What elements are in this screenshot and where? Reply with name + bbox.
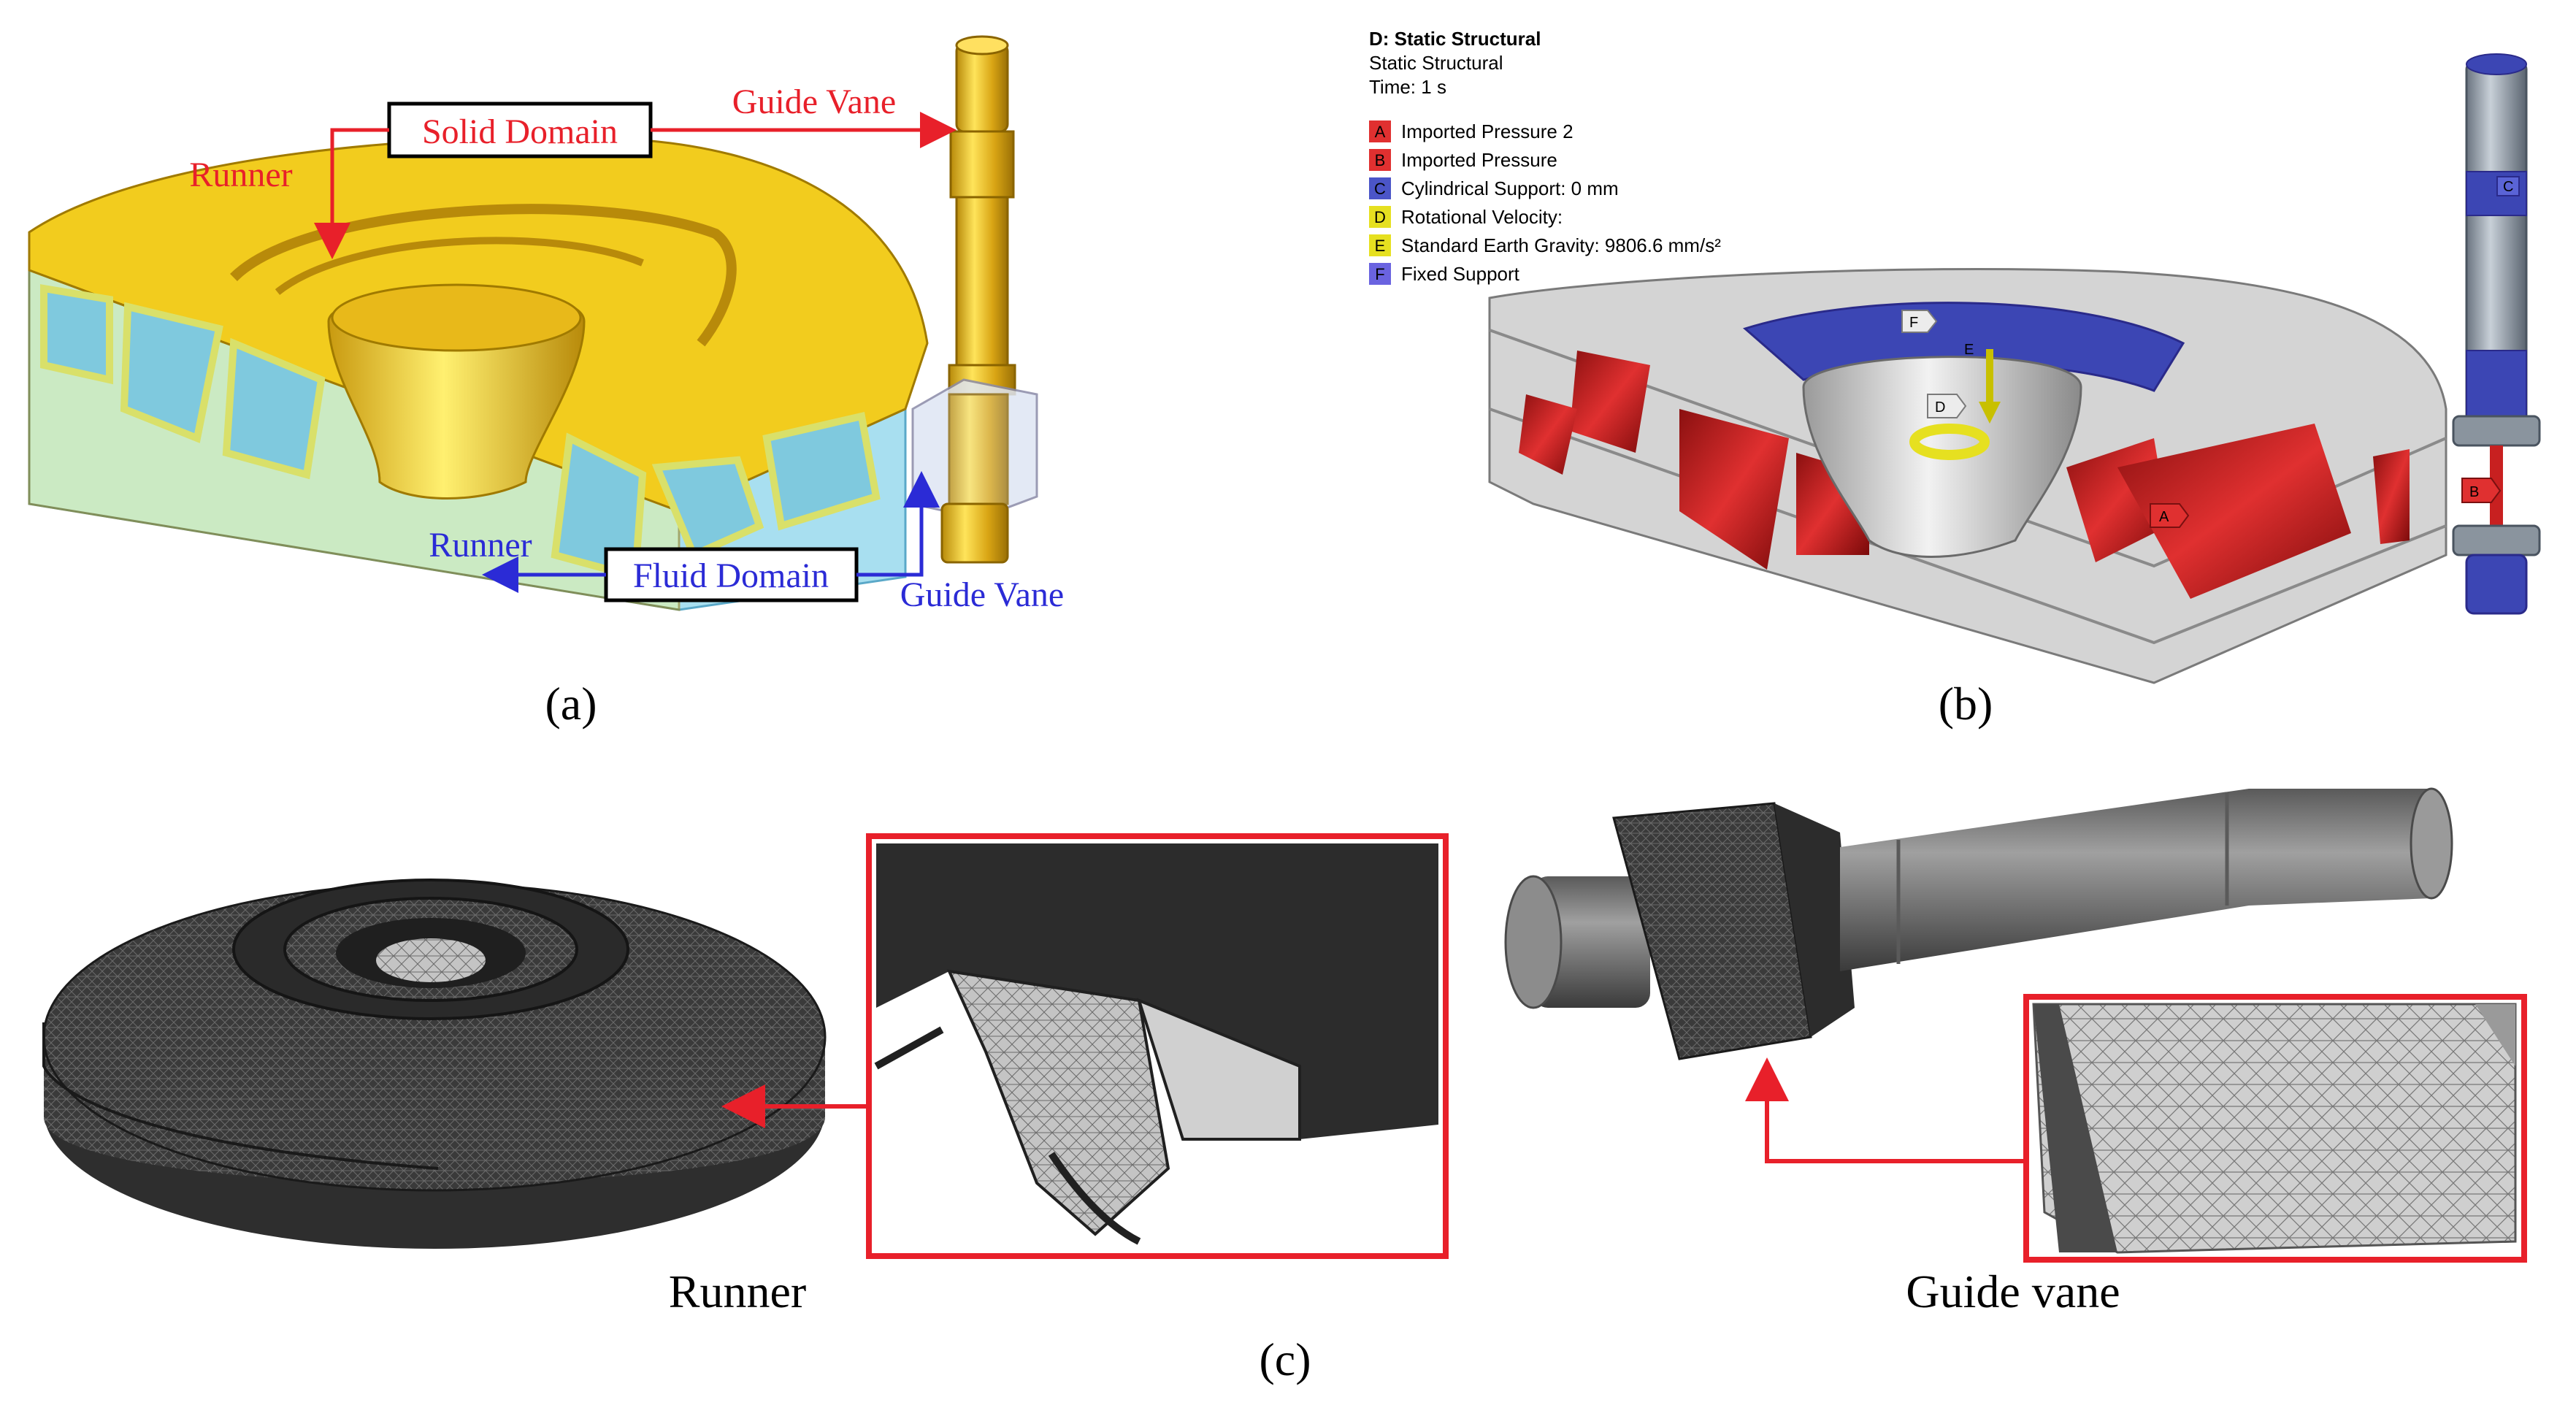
- runner-groove-inner: [275, 237, 644, 295]
- guide-vane-solid: [911, 35, 1038, 564]
- legend-swatch: [1369, 263, 1391, 285]
- legend-item-e: E Standard Earth Gravity: 9806.6 mm/s²: [1369, 234, 1721, 256]
- runner-mesh-label: Runner: [669, 1266, 806, 1317]
- runner-mesh: [42, 879, 827, 1249]
- guide-vane-label-top: Guide Vane: [732, 83, 896, 121]
- arrow-vane-zoom: [1745, 1057, 2026, 1163]
- solid-domain-label: Solid Domain: [422, 112, 618, 151]
- panel-b: D: Static Structural Static Structural T…: [1369, 28, 2541, 730]
- legend-swatch: [1369, 206, 1391, 228]
- svg-text:A: A: [2159, 509, 2169, 525]
- caption-a: (a): [545, 678, 597, 730]
- legend-key: E: [1375, 237, 1386, 255]
- svg-text:F: F: [1909, 315, 1918, 331]
- legend-item-f: F Fixed Support: [1369, 263, 1520, 285]
- runner-zoom-detail: [874, 843, 1438, 1245]
- legend-item-a: A Imported Pressure 2: [1369, 120, 1573, 142]
- arrow-fluid-to-guide-vane: [856, 471, 940, 577]
- runner-label-bottom: Runner: [429, 526, 532, 565]
- legend-label: Imported Pressure 2: [1401, 120, 1573, 142]
- legend-key: A: [1375, 123, 1386, 141]
- vane-zoom-detail: [2032, 1003, 2517, 1254]
- structural-guide-vane: C B: [2452, 53, 2541, 615]
- legend-key: F: [1375, 265, 1384, 283]
- guide-vane-mesh: [1504, 787, 2453, 1060]
- legend-label: Imported Pressure: [1401, 149, 1557, 171]
- analysis-title: D: Static Structural: [1369, 28, 1541, 50]
- arrow-solid-to-runner: [314, 128, 389, 259]
- runner-hub-top: [331, 283, 582, 352]
- legend-item-c: C Cylindrical Support: 0 mm: [1369, 177, 1619, 199]
- legend-swatch: [1369, 149, 1391, 171]
- fluid-domain-label: Fluid Domain: [633, 556, 829, 595]
- structural-runner-model: F E D A: [1488, 267, 2447, 684]
- analysis-subtitle: Static Structural: [1369, 52, 1503, 74]
- guide-vane-label-bottom: Guide Vane: [900, 575, 1064, 614]
- legend-key: B: [1375, 151, 1386, 169]
- legend-item-d: D Rotational Velocity:: [1369, 206, 1563, 228]
- panel-a: Solid Domain Runner Guide Vane Fluid Dom…: [28, 35, 1064, 730]
- legend-item-b: B Imported Pressure: [1369, 149, 1557, 171]
- panel-c: Runner Guide vane (c): [42, 787, 2527, 1385]
- legend-label: Standard Earth Gravity: 9806.6 mm/s²: [1401, 234, 1721, 256]
- legend-label: Fixed Support: [1401, 263, 1520, 285]
- legend-swatch: [1369, 234, 1391, 256]
- svg-text:C: C: [2503, 179, 2513, 195]
- legend-label: Cylindrical Support: 0 mm: [1401, 177, 1619, 199]
- caption-b: (b): [1939, 678, 1993, 730]
- legend-key: D: [1374, 208, 1386, 226]
- guide-vane-mesh-label: Guide vane: [1906, 1266, 2120, 1317]
- legend-swatch: [1369, 177, 1391, 199]
- legend-label: Rotational Velocity:: [1401, 206, 1563, 228]
- legend-swatch: [1369, 120, 1391, 142]
- blade-windows: [40, 284, 881, 582]
- svg-text:B: B: [2469, 484, 2479, 500]
- caption-c: (c): [1259, 1333, 1311, 1385]
- analysis-time: Time: 1 s: [1369, 76, 1446, 98]
- runner-label-top: Runner: [189, 156, 292, 194]
- legend-key: C: [1374, 180, 1386, 198]
- svg-text:E: E: [1964, 342, 1974, 358]
- svg-text:D: D: [1935, 399, 1945, 416]
